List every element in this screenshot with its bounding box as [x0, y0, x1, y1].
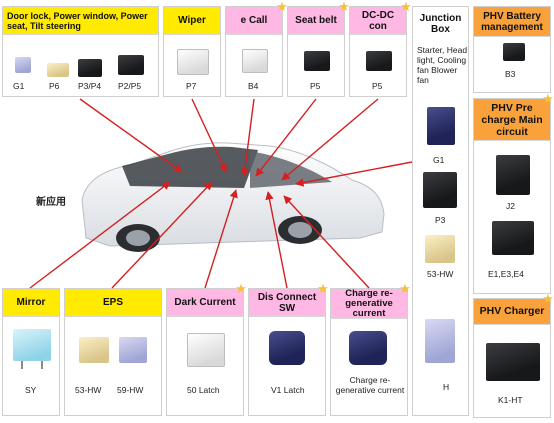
relay-h-junction	[425, 319, 455, 363]
star-icon: ★	[338, 0, 350, 14]
box-seat-belt: Seat belt P5 ★	[287, 0, 350, 97]
box-disconnect-sw: Dis Connect SW V1 Latch ★	[248, 282, 329, 416]
part-label-50latch: 50 Latch	[187, 385, 220, 395]
star-icon: ★	[276, 0, 288, 14]
star-icon: ★	[542, 291, 554, 306]
relay-g1-junction	[427, 107, 455, 145]
relay-p5-dcdc	[366, 51, 392, 71]
relay-59hw-eps	[119, 337, 147, 363]
box-charge-regen-title: Charge re-generative current	[331, 288, 407, 319]
relay-53hw-eps	[79, 337, 109, 363]
box-eps: EPS 53-HW 59-HW	[64, 288, 162, 416]
star-icon: ★	[235, 281, 247, 296]
relay-e1e3e4	[492, 221, 534, 255]
car-silhouette	[81, 142, 385, 252]
relay-sy	[13, 329, 51, 361]
relay-p6	[47, 63, 69, 77]
relay-k1ht	[486, 343, 540, 381]
junction-description: Starter, Head light, Cooling fan Blower …	[417, 45, 468, 85]
box-mirror-title: Mirror	[3, 289, 59, 317]
box-phv-charger-title: PHV Charger	[474, 299, 550, 325]
relay-53hw-junction	[425, 235, 455, 263]
box-wiper-title: Wiper	[164, 7, 220, 35]
box-phv-battery: PHV Battery management B3	[473, 6, 551, 93]
part-label-p2p5: P2/P5	[118, 81, 142, 91]
arrow-junction	[295, 161, 413, 187]
relay-g1	[15, 57, 31, 73]
part-label-e1e3e4: E1,E3,E4	[488, 269, 524, 279]
part-label-h-junction: H	[443, 382, 450, 392]
box-phv-charger: PHV Charger K1-HT ★	[473, 292, 554, 418]
part-label-53hw-junction: 53-HW	[427, 269, 454, 279]
box-junction: Junction Box Starter, Head light, Coolin…	[412, 6, 469, 416]
box-dcdc: DC-DC con P5 ★	[349, 0, 412, 97]
part-label-p3-junction: P3	[435, 215, 446, 225]
part-label-g1-junction: G1	[433, 155, 445, 165]
box-wiper: Wiper P7	[163, 6, 221, 97]
part-label-p3p4: P3/P4	[78, 81, 102, 91]
arrow-seat-belt	[255, 98, 317, 177]
box-dcdc-title: DC-DC con	[350, 7, 406, 35]
part-label-59hw-eps: 59-HW	[117, 385, 144, 395]
box-seat-belt-title: Seat belt	[288, 7, 344, 35]
relay-charge-regen	[349, 331, 387, 365]
box-phv-precharge-title: PHV Pre charge Main circuit	[474, 99, 550, 141]
part-label-sy: SY	[25, 385, 37, 395]
box-mirror: Mirror SY	[2, 288, 60, 416]
box-phv-precharge: PHV Pre charge Main circuit J2 E1,E3,E4 …	[473, 92, 554, 294]
box-door-lock: Door lock, Power window, Power seat, Til…	[2, 6, 159, 97]
star-icon: ★	[542, 91, 554, 106]
center-label: 新应用	[36, 197, 66, 208]
arrow-dcdc	[281, 98, 379, 181]
box-ecall: e Call B4 ★	[225, 0, 288, 97]
part-label-p7: P7	[186, 81, 197, 91]
arrow-dark-current	[204, 189, 238, 289]
relay-b3	[503, 43, 525, 61]
arrow-eps	[111, 181, 213, 289]
part-label-b4: B4	[248, 81, 259, 91]
relay-p3p4	[78, 59, 102, 77]
arrow-charge-regen	[283, 195, 370, 289]
relay-p7	[177, 49, 209, 75]
arrow-ecall	[240, 98, 255, 177]
arrows	[29, 98, 413, 289]
part-label-v1latch: V1 Latch	[271, 385, 305, 395]
part-label-charge-regen: Charge re-generative current	[335, 375, 405, 395]
star-icon: ★	[399, 281, 411, 296]
part-label-p5-seatbelt: P5	[310, 81, 321, 91]
star-icon: ★	[317, 281, 329, 296]
box-charge-regen: Charge re-generative current Charge re-g…	[330, 282, 411, 416]
part-label-j2: J2	[506, 201, 515, 211]
relay-p5-seatbelt	[304, 51, 330, 71]
relay-p3-junction	[423, 172, 457, 208]
part-label-b3: B3	[505, 69, 516, 79]
relay-b4	[242, 49, 268, 73]
box-door-lock-title: Door lock, Power window, Power seat, Til…	[3, 7, 158, 35]
relay-pin	[21, 361, 23, 369]
relay-p2p5	[118, 55, 144, 75]
arrow-wiper	[191, 98, 227, 173]
arrow-door-lock	[79, 98, 183, 173]
box-junction-title: Junction Box	[413, 7, 468, 41]
relay-v1latch	[269, 331, 305, 365]
part-label-k1ht: K1-HT	[498, 395, 523, 405]
box-ecall-title: e Call	[226, 7, 282, 35]
box-disconnect-sw-title: Dis Connect SW	[249, 289, 325, 317]
star-icon: ★	[400, 0, 412, 14]
box-phv-battery-title: PHV Battery management	[474, 7, 550, 37]
relay-j2	[496, 155, 530, 195]
box-eps-title: EPS	[65, 289, 161, 317]
arrow-disconnect	[265, 191, 288, 289]
part-label-g1: G1	[13, 81, 25, 91]
part-label-p5-dcdc: P5	[372, 81, 383, 91]
box-dark-current: Dark Current 50 Latch ★	[166, 282, 247, 416]
box-dark-current-title: Dark Current	[167, 289, 243, 317]
part-label-p6: P6	[49, 81, 60, 91]
part-label-53hw-eps: 53-HW	[75, 385, 102, 395]
relay-pin	[41, 361, 43, 369]
relay-50latch	[187, 333, 225, 367]
